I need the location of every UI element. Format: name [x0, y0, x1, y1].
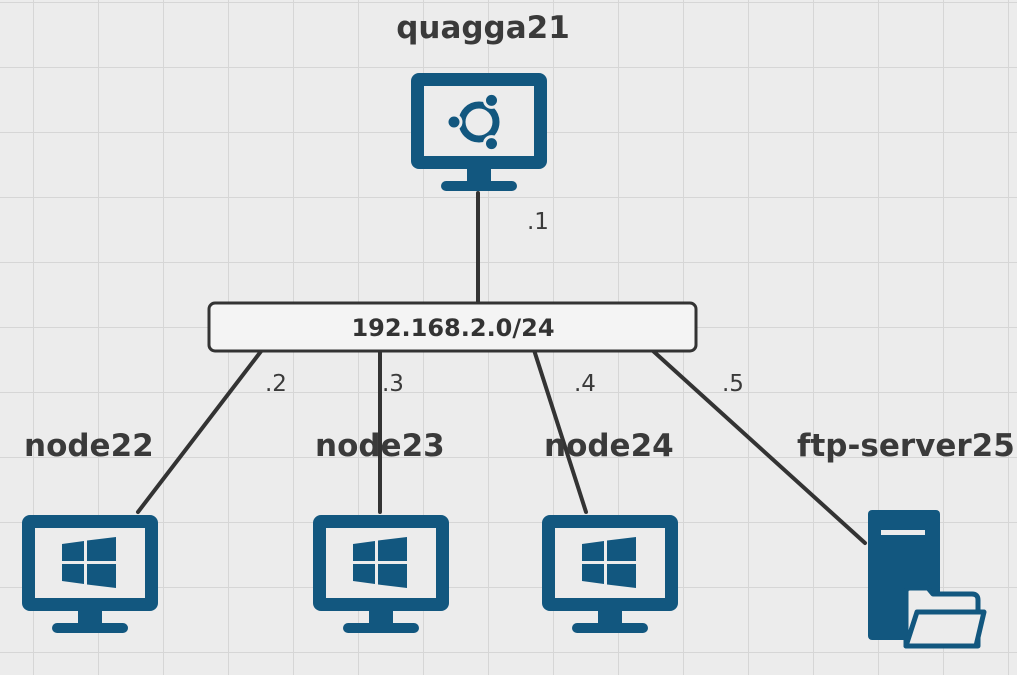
node-node23[interactable]: node23: [313, 428, 449, 633]
node-ftp-server25[interactable]: ftp-server25: [797, 428, 1015, 649]
links: [136, 191, 867, 545]
node-quagga21[interactable]: quagga21: [396, 10, 570, 191]
network-label: 192.168.2.0/24: [351, 314, 554, 342]
link-node24[interactable]: [532, 348, 588, 514]
node-label-node22: node22: [24, 428, 154, 464]
node-node22[interactable]: node22: [22, 428, 158, 633]
node-label-node23: node23: [315, 428, 445, 464]
windows-desktop-icon: [22, 515, 158, 633]
node-label-ftp-server25: ftp-server25: [797, 428, 1015, 464]
node-label-quagga21: quagga21: [396, 10, 570, 46]
iface-label-node22: .2: [265, 371, 287, 397]
network-segment[interactable]: 192.168.2.0/24: [207, 301, 698, 353]
windows-desktop-icon: [313, 515, 449, 633]
iface-label-ftp-server25: .5: [722, 371, 744, 397]
iface-label-node23: .3: [382, 371, 404, 397]
iface-label-quagga21: .1: [527, 209, 549, 235]
node-node24[interactable]: node24: [542, 428, 678, 633]
ftp-server-icon: [868, 510, 987, 649]
windows-desktop-icon: [542, 515, 678, 633]
link-node22[interactable]: [136, 348, 264, 514]
link-ftp-server25[interactable]: [650, 348, 867, 545]
node-label-node24: node24: [544, 428, 674, 464]
iface-label-node24: .4: [574, 371, 596, 397]
ubuntu-desktop-icon: [411, 73, 547, 191]
